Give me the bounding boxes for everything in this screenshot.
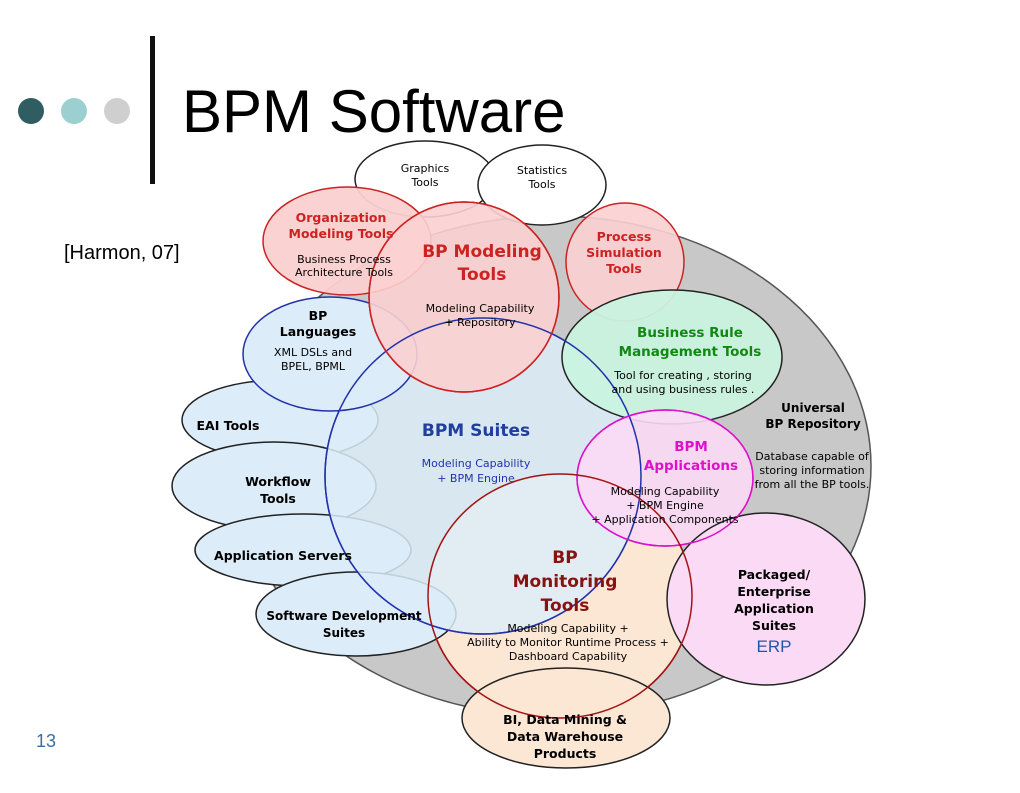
languages-title-2: Languages bbox=[280, 324, 356, 339]
org-title-2: Modeling Tools bbox=[289, 226, 394, 241]
title-divider bbox=[150, 36, 155, 184]
packaged-title-1: Packaged/ bbox=[738, 567, 811, 582]
statistics-label-1: Statistics bbox=[517, 164, 568, 177]
applications-desc-3: + Application Components bbox=[591, 513, 739, 526]
modeling-desc-1: Modeling Capability bbox=[426, 302, 535, 315]
universal-desc-1: Database capable of bbox=[755, 450, 870, 463]
workflow-label-2: Tools bbox=[260, 491, 296, 506]
slide-title: BPM Software bbox=[182, 78, 566, 145]
monitoring-desc-1: Modeling Capability + bbox=[507, 622, 628, 635]
suites-desc-1: Modeling Capability bbox=[422, 457, 531, 470]
modeling-desc-2: + Repository bbox=[444, 316, 516, 329]
bi-label-3: Products bbox=[534, 746, 597, 761]
rules-title-1: Business Rule bbox=[637, 325, 743, 341]
modeling-title-2: Tools bbox=[458, 265, 507, 285]
bullet-dot-3 bbox=[104, 98, 130, 124]
rules-desc-1: Tool for creating , storing bbox=[613, 369, 751, 382]
monitoring-desc-2: Ability to Monitor Runtime Process + bbox=[467, 636, 669, 649]
eai-label: EAI Tools bbox=[197, 418, 260, 433]
monitoring-title-3: Tools bbox=[541, 596, 590, 616]
graphics-label-2: Tools bbox=[410, 176, 438, 189]
modeling-shape bbox=[368, 201, 560, 393]
simulation-label-2: Simulation bbox=[586, 245, 662, 260]
page-number: 13 bbox=[36, 731, 57, 751]
languages-desc-2: BPEL, BPML bbox=[281, 360, 346, 373]
simulation-label-1: Process bbox=[597, 229, 652, 244]
bi-label-2: Data Warehouse bbox=[507, 729, 623, 744]
applications-title-2: Applications bbox=[644, 458, 738, 474]
applications-title-1: BPM bbox=[674, 439, 708, 455]
bullet-dot-1 bbox=[18, 98, 44, 124]
appservers-label: Application Servers bbox=[214, 548, 352, 563]
monitoring-title-1: BP bbox=[552, 548, 577, 568]
citation: [Harmon, 07] bbox=[64, 242, 180, 264]
statistics-shape bbox=[477, 144, 607, 226]
monitoring-desc-3: Dashboard Capability bbox=[509, 650, 628, 663]
universal-title-2: BP Repository bbox=[765, 417, 860, 431]
org-title-1: Organization bbox=[296, 210, 387, 225]
statistics-label-2: Tools bbox=[527, 178, 555, 191]
rules-desc-2: and using business rules . bbox=[612, 383, 755, 396]
rules-title-2: Management Tools bbox=[619, 344, 762, 360]
monitoring-title-2: Monitoring bbox=[513, 572, 618, 592]
packaged-title-3: Application bbox=[734, 601, 814, 616]
org-desc-2: Architecture Tools bbox=[295, 266, 393, 279]
swdev-label-1: Software Development bbox=[266, 609, 421, 623]
packaged-erp: ERP bbox=[757, 637, 792, 656]
bullet-dot-2 bbox=[61, 98, 87, 124]
suites-title: BPM Suites bbox=[422, 421, 530, 441]
universal-desc-3: from all the BP tools. bbox=[755, 478, 870, 491]
applications-desc-1: Modeling Capability bbox=[611, 485, 720, 498]
languages-title-1: BP bbox=[309, 308, 328, 323]
suites-desc-2: + BPM Engine bbox=[437, 472, 515, 485]
packaged-title-4: Suites bbox=[752, 618, 796, 633]
languages-desc-1: XML DSLs and bbox=[274, 346, 352, 359]
swdev-label-2: Suites bbox=[323, 626, 365, 640]
workflow-label-1: Workflow bbox=[245, 474, 311, 489]
bi-label-1: BI, Data Mining & bbox=[503, 712, 627, 727]
graphics-label-1: Graphics bbox=[401, 162, 450, 175]
packaged-title-2: Enterprise bbox=[737, 584, 810, 599]
simulation-label-3: Tools bbox=[606, 261, 642, 276]
universal-title-1: Universal bbox=[781, 401, 845, 415]
applications-desc-2: + BPM Engine bbox=[626, 499, 704, 512]
org-desc-1: Business Process bbox=[297, 253, 391, 266]
packaged-shape bbox=[666, 512, 866, 686]
universal-desc-2: storing information bbox=[759, 464, 864, 477]
modeling-title-1: BP Modeling bbox=[422, 242, 542, 262]
